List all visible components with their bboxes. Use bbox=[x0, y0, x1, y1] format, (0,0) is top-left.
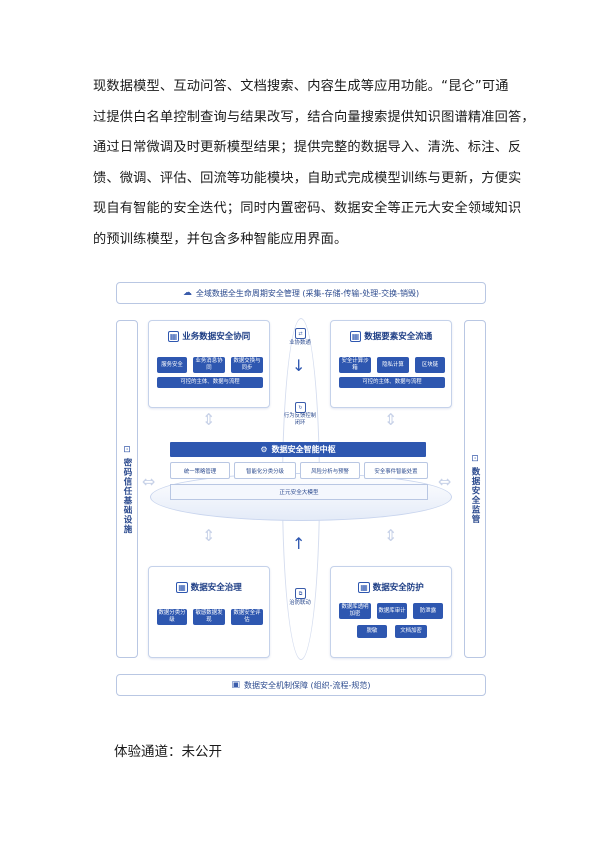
chip-doc-encrypt: 文档加密 bbox=[395, 625, 427, 638]
grid-icon: ▦ bbox=[349, 331, 362, 342]
chip-service-security: 服务安全 bbox=[157, 357, 187, 373]
access-channel: 体验通道：未公开 bbox=[114, 744, 222, 760]
lifecycle-bar-label: 全域数据全生命周期安全管理 (采集-存储-传输-处理-交换-销毁) bbox=[195, 288, 420, 298]
hub-chip-policy: 统一策略管理 bbox=[170, 462, 230, 479]
down-arrow-icon: ↓ bbox=[292, 356, 306, 375]
hub-title: ⚙数据安全智能中枢 bbox=[170, 442, 426, 457]
double-arrow-icon: ⇔ bbox=[438, 472, 452, 491]
double-arrow-icon: ⇕ bbox=[202, 526, 216, 545]
chip-assessment: 数据安全评估 bbox=[231, 609, 263, 625]
chip-leak-prevention: 防泄露 bbox=[413, 603, 443, 619]
paragraph-line: 过提供白名单控制查询与结果改写，结合向量搜索提供知识图谱精准回答， bbox=[93, 109, 535, 125]
hub-base-model: 正元安全大模型 bbox=[170, 484, 428, 500]
shield-icon: ▣ bbox=[231, 680, 240, 690]
link-icon: ⧉ bbox=[295, 588, 306, 599]
protection-panel: ▦数据安全防护 数据库透明加密 数据库审计 防泄露 脱敏 文档加密 bbox=[330, 566, 452, 658]
paragraph-line: 现自有智能的安全迭代；同时内置密码、数据安全等正元大安全领域知识 bbox=[93, 201, 522, 216]
protection-panel-title: ▦数据安全防护 bbox=[331, 581, 451, 593]
hub-title-text: 数据安全智能中枢 bbox=[271, 445, 336, 454]
chip-sensitive-discovery: 敏感数据发现 bbox=[193, 609, 225, 625]
chip-db-encrypt: 数据库透明加密 bbox=[339, 603, 371, 619]
chip-data-exchange: 数据交换与同步 bbox=[231, 357, 263, 373]
chip-blockchain: 区块链 bbox=[415, 357, 445, 373]
elements-title-text: 数据要素安全流通 bbox=[364, 332, 433, 342]
cloud-icon: ☁ bbox=[182, 288, 192, 298]
architecture-diagram: ☁ 全域数据全生命周期安全管理 (采集-存储-传输-处理-交换-销毁) ▣ 数据… bbox=[110, 278, 490, 698]
supervision-column: ⊡ 数据安全监管 bbox=[464, 320, 486, 658]
supervision-label: 数据安全监管 bbox=[470, 467, 480, 524]
chip-desensitize: 脱敏 bbox=[357, 625, 387, 638]
intro-paragraph: 现数据模型、互动问答、文档搜索、内容生成等应用功能。“昆仑”可通 过提供白名单控… bbox=[93, 72, 535, 255]
chip-db-audit: 数据库审计 bbox=[377, 603, 407, 619]
double-arrow-icon: ⇕ bbox=[202, 410, 216, 429]
flow-label-middle: 行为反馈控制闭环 bbox=[283, 413, 317, 426]
crypto-infra-label: 密码信任基础设施 bbox=[122, 457, 132, 534]
elements-panel: ▦数据要素安全流通 安全计算沙箱 隐私计算 区块链 可控的主体、数据与流程 bbox=[330, 320, 452, 408]
paragraph-line: 馈、微调、评估、回流等功能模块，自助式完成模型训练与更新，方便实 bbox=[93, 170, 522, 186]
hub-chip-incident: 安全事件智能处置 bbox=[364, 462, 428, 479]
business-panel-title: ▦业务数据安全协同 bbox=[149, 330, 269, 342]
paragraph-line: 的预训练模型，并包含多种智能应用界面。 bbox=[93, 231, 348, 247]
grid-icon: ▦ bbox=[176, 582, 188, 593]
double-arrow-icon: ⇔ bbox=[142, 472, 156, 491]
monitor-icon: ⊡ bbox=[471, 454, 479, 464]
business-title-text: 业务数据安全协同 bbox=[182, 332, 251, 342]
hub-chip-risk: 风险分析与预警 bbox=[300, 462, 360, 479]
lock-icon: ⊡ bbox=[123, 444, 131, 455]
double-arrow-icon: ⇕ bbox=[384, 410, 398, 429]
mechanism-bar-label: 数据安全机制保障 (组织-流程-规范) bbox=[243, 680, 371, 690]
flow-label-bottom: 治防联动 bbox=[289, 600, 311, 606]
flow-label-top: 业协数通 bbox=[289, 340, 311, 346]
paragraph-line: 现数据模型、互动问答、文档搜索、内容生成等应用功能。“昆仑”可通 bbox=[93, 79, 509, 94]
governance-title-text: 数据安全治理 bbox=[190, 583, 242, 593]
grid-icon: ▦ bbox=[167, 331, 180, 342]
governance-panel: ▦数据安全治理 数据分类分级 敏感数据发现 数据安全评估 bbox=[148, 566, 270, 658]
grid-icon: ▦ bbox=[358, 582, 370, 593]
mechanism-bar: ▣ 数据安全机制保障 (组织-流程-规范) bbox=[116, 674, 486, 696]
lifecycle-bar: ☁ 全域数据全生命周期安全管理 (采集-存储-传输-处理-交换-销毁) bbox=[116, 282, 486, 304]
hub-chip-classification: 智能化分类分级 bbox=[234, 462, 296, 479]
double-arrow-icon: ⇕ bbox=[384, 526, 398, 545]
up-arrow-icon: ↑ bbox=[292, 534, 306, 553]
elements-panel-title: ▦数据要素安全流通 bbox=[331, 330, 451, 342]
chip-classify: 数据分类分级 bbox=[157, 609, 187, 625]
chip-compute-sandbox: 安全计算沙箱 bbox=[339, 357, 371, 373]
loop-icon: ↻ bbox=[295, 402, 306, 413]
business-panel: ▦业务数据安全协同 服务安全 业务消息协同 数据交换与同步 可控的主体、数据与流… bbox=[148, 320, 270, 408]
governance-panel-title: ▦数据安全治理 bbox=[149, 581, 269, 593]
chip-privacy-compute: 隐私计算 bbox=[377, 357, 409, 373]
chip-business-message: 业务消息协同 bbox=[193, 357, 225, 373]
crypto-infra-column: ⊡ 密码信任基础设施 bbox=[116, 320, 138, 658]
sync-icon: ⇄ bbox=[295, 328, 306, 339]
chip-controllable-flow: 可控的主体、数据与流程 bbox=[157, 377, 263, 388]
paragraph-line: 通过日常微调及时更新模型结果；提供完整的数据导入、清洗、标注、反 bbox=[93, 140, 522, 155]
gear-icon: ⚙ bbox=[260, 445, 268, 454]
chip-controllable-flow: 可控的主体、数据与流程 bbox=[339, 377, 445, 388]
protection-title-text: 数据安全防护 bbox=[372, 583, 424, 593]
